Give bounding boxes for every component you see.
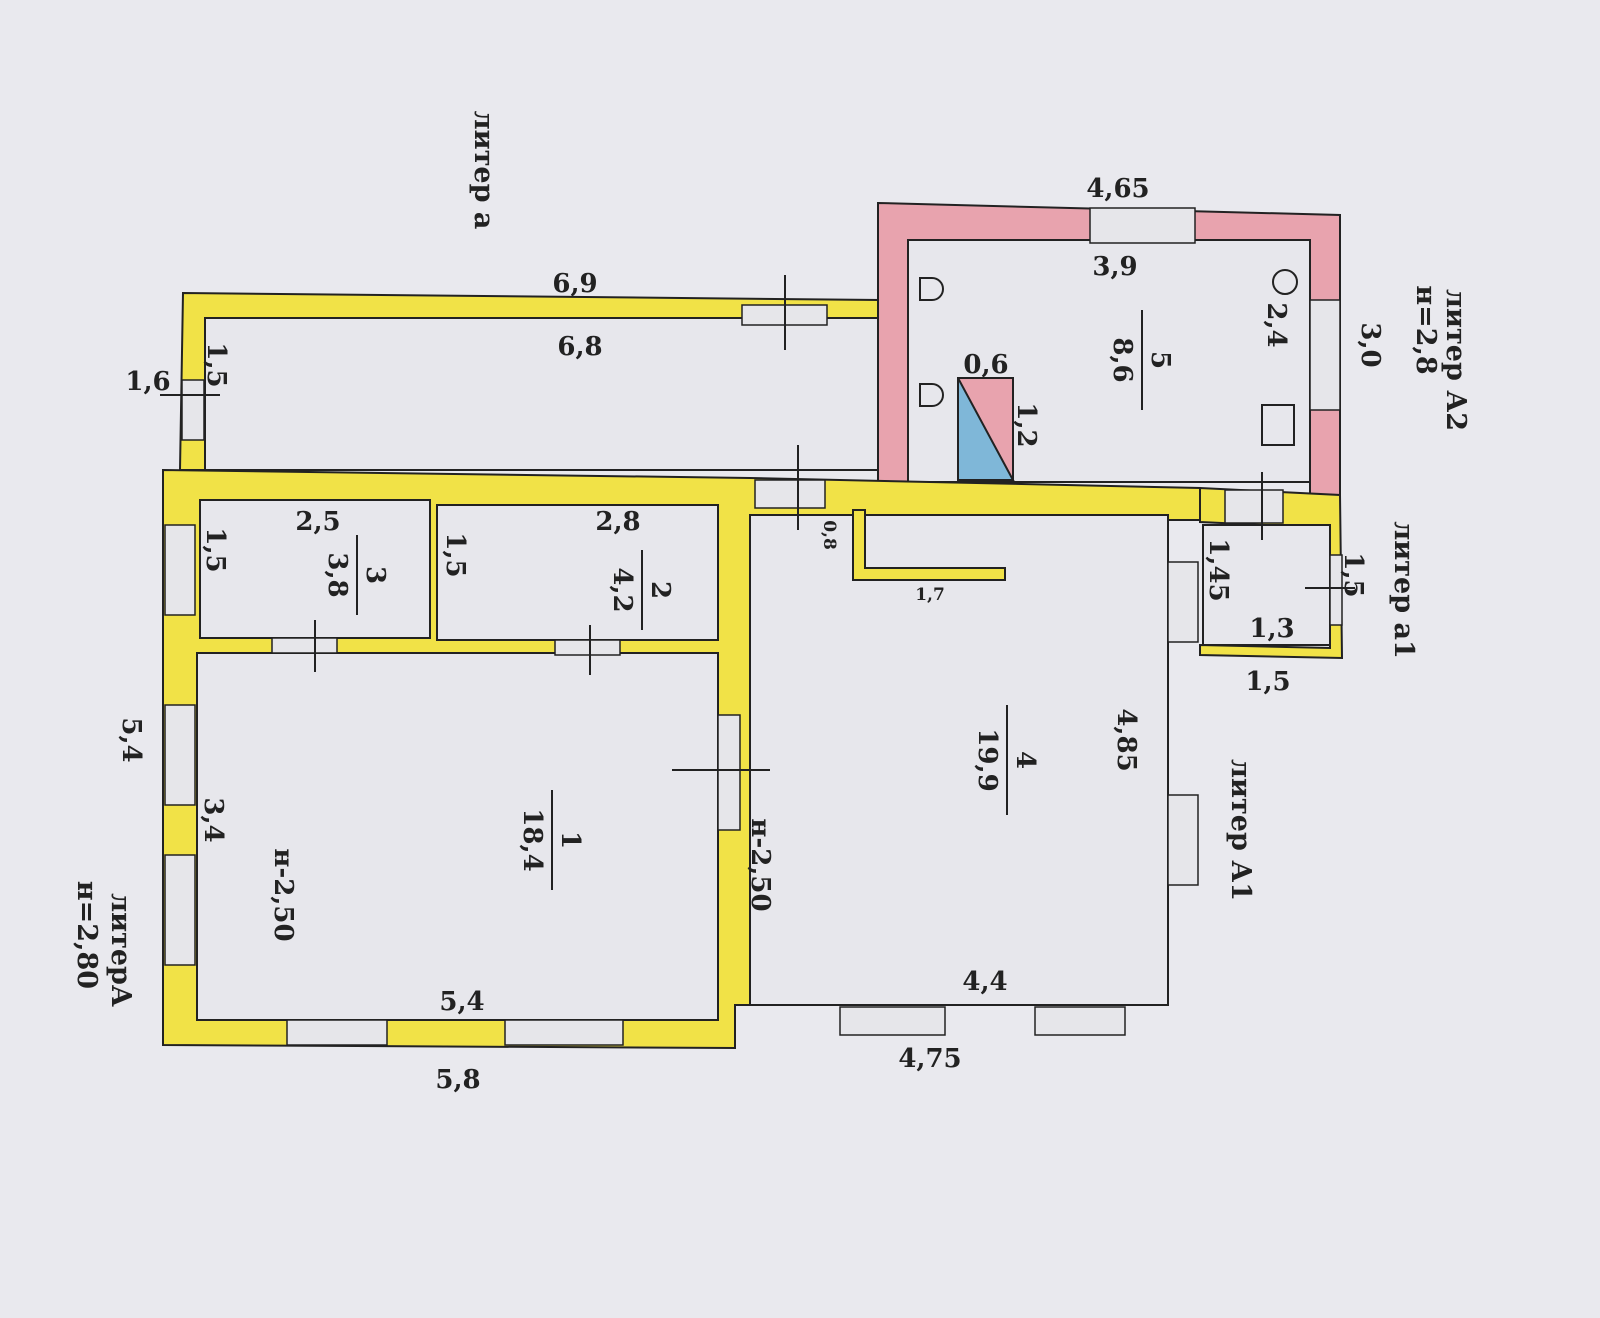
dim-label: 1,3 <box>1249 614 1294 644</box>
dimension-labels: 4,65 3,9 3,0 2,4 0,6 1,2 6,9 6,8 1,6 1,5… <box>116 174 1385 1095</box>
dim-label: 6,8 <box>557 332 602 362</box>
room-2-number: 2 <box>645 581 675 599</box>
room-2 <box>436 504 719 641</box>
room-5-number: 5 <box>1145 351 1175 369</box>
room-3-number: 3 <box>360 566 390 584</box>
dim-label: 1,5 <box>440 532 470 577</box>
room-1-height: н-2,50 <box>268 848 298 941</box>
room-1-number: 1 <box>555 831 585 849</box>
room-3 <box>199 499 431 639</box>
dim-label: 1,2 <box>1011 402 1041 447</box>
door <box>554 639 621 656</box>
dim-label: 1,7 <box>915 585 945 605</box>
window <box>1329 554 1343 626</box>
window <box>1034 1006 1126 1036</box>
room-labels: 1 18,4 2 4,2 3 3,8 4 19,9 5 8,6 н-2,50 н-2,50 <box>268 310 1175 942</box>
room-4-height: н-2,50 <box>745 818 775 911</box>
stove-shade <box>957 377 1015 481</box>
window <box>1089 207 1196 244</box>
dim-label: 1,5 <box>1338 552 1368 597</box>
building-liter-a1-small <box>1199 472 1355 660</box>
label-liter-a2-height: н=2,8 <box>1410 285 1441 374</box>
toilet-icon <box>919 383 944 407</box>
door <box>271 637 338 654</box>
window <box>164 524 196 616</box>
dim-label: 2,5 <box>295 507 340 537</box>
label-liter-a: литер а <box>468 111 499 230</box>
boiler-icon <box>1272 269 1298 295</box>
room-3-area: 3,8 <box>322 552 352 597</box>
dim-label: 6,9 <box>552 269 597 299</box>
liter-labels: литер а литер А2 н=2,8 литер а1 литер А1… <box>71 111 1471 1007</box>
room-5-area: 8,6 <box>1107 337 1137 382</box>
dim-label: 5,4 <box>116 717 146 762</box>
window <box>286 1019 388 1046</box>
room-2-area: 4,2 <box>607 567 637 612</box>
window <box>164 704 196 806</box>
dim-label: 1,5 <box>201 342 231 387</box>
dim-label: 2,8 <box>595 507 640 537</box>
building-liter-a <box>160 275 881 471</box>
dim-label: 3,4 <box>198 797 228 842</box>
room-4 <box>749 514 1169 1006</box>
dim-label: 0,6 <box>963 350 1008 380</box>
partition <box>852 509 1006 581</box>
room-1 <box>196 652 719 1021</box>
dim-label: 2,4 <box>1261 302 1291 347</box>
window <box>504 1019 624 1046</box>
dim-label: 1,5 <box>1245 667 1290 697</box>
dim-label: 5,8 <box>435 1065 480 1095</box>
dim-label: 4,75 <box>898 1044 961 1074</box>
building-liter-main <box>162 445 1201 1050</box>
window <box>164 854 196 966</box>
label-liter-a2: литер А2 <box>1440 289 1471 431</box>
dim-label: 1,6 <box>125 367 170 397</box>
dim-label: 4,85 <box>1111 708 1141 771</box>
room-1-area: 18,4 <box>517 808 547 871</box>
door <box>717 714 741 831</box>
dim-label: 1,5 <box>200 527 230 572</box>
dim-label: 3,0 <box>1355 322 1385 367</box>
window <box>1167 561 1199 643</box>
dim-label: 0,8 <box>819 520 839 550</box>
sink-icon <box>919 277 944 301</box>
dim-label: 4,65 <box>1086 174 1149 204</box>
dim-label: 3,9 <box>1092 252 1137 282</box>
window <box>1309 299 1341 411</box>
label-liter-main: литерА <box>105 893 136 1007</box>
door <box>1224 489 1284 524</box>
dim-label: 4,4 <box>962 967 1007 997</box>
dim-label: 5,4 <box>439 987 484 1017</box>
window <box>181 379 205 441</box>
window <box>839 1006 946 1036</box>
label-liter-main-height: н=2,80 <box>71 881 102 989</box>
room-liter-a <box>204 317 881 471</box>
room-4-number: 4 <box>1010 751 1040 769</box>
dim-label: 1,45 <box>1203 538 1233 601</box>
room-4-area: 19,9 <box>972 728 1002 791</box>
window <box>1167 794 1199 886</box>
label-liter-a1-small: литер а1 <box>1388 521 1419 659</box>
cooktop-icon <box>1261 404 1295 446</box>
door <box>754 479 826 509</box>
label-liter-a1: литер А1 <box>1225 759 1256 901</box>
